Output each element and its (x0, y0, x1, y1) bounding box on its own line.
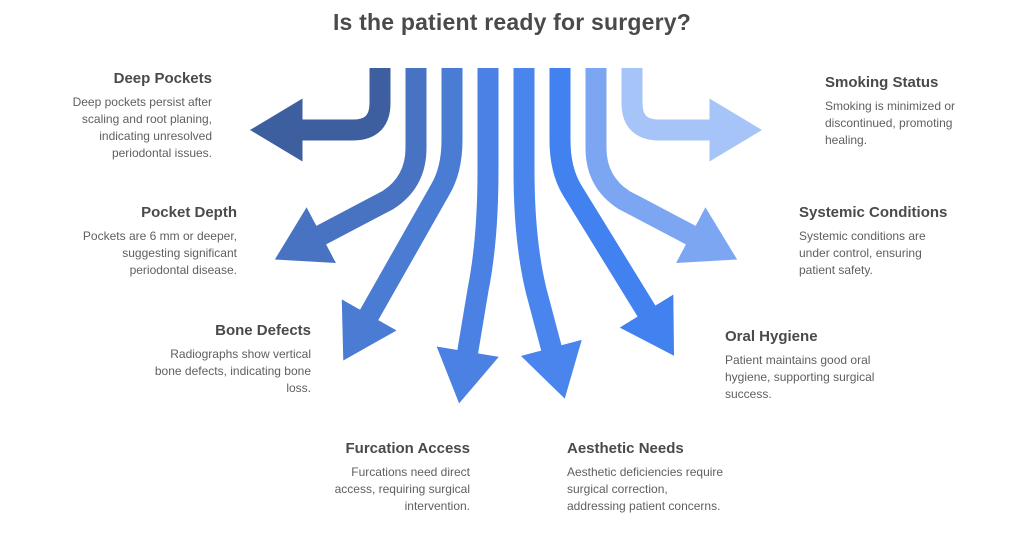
item-deep-pockets: Deep Pockets Deep pockets persist after … (12, 70, 212, 162)
item-description: Radiographs show vertical bone defects, … (154, 347, 311, 396)
page-title: Is the patient ready for surgery? (332, 9, 692, 35)
item-description: Systemic conditions are under control, e… (799, 229, 926, 278)
item-oral-hygiene: Oral Hygiene Patient maintains good oral… (725, 328, 935, 403)
item-description: Pockets are 6 mm or deeper, suggesting s… (82, 229, 237, 278)
arrow-aesthetic-needs (513, 68, 582, 399)
arrow-smoking-status (621, 68, 762, 162)
item-description: Furcations need direct access, requiring… (334, 465, 470, 514)
item-pocket-depth: Pocket Depth Pockets are 6 mm or deeper,… (37, 204, 237, 279)
item-title: Oral Hygiene (725, 328, 818, 345)
item-description: Smoking is minimized or discontinued, pr… (825, 99, 956, 148)
item-title: Furcation Access (345, 440, 471, 457)
item-title: Aesthetic Needs (567, 440, 684, 457)
item-bone-defects: Bone Defects Radiographs show vertical b… (101, 322, 311, 397)
arrow-systemic-conditions (585, 68, 738, 263)
arrow-pocket-depth (274, 68, 427, 263)
item-title: Smoking Status (825, 74, 939, 91)
item-description: Aesthetic deficiencies require surgical … (567, 465, 724, 514)
item-title: Bone Defects (215, 322, 311, 339)
item-smoking-status: Smoking Status Smoking is minimized or d… (825, 74, 1024, 149)
item-description: Patient maintains good oral hygiene, sup… (725, 353, 875, 402)
item-systemic-conditions: Systemic Conditions Systemic conditions … (799, 204, 1009, 279)
item-description: Deep pockets persist after scaling and r… (72, 95, 212, 161)
item-aesthetic-needs: Aesthetic Needs Aesthetic deficiencies r… (567, 440, 777, 515)
item-title: Pocket Depth (141, 204, 237, 221)
arrow-furcation-access (436, 68, 499, 404)
arrow-bone-defects (341, 68, 463, 361)
arrow-deep-pockets (250, 68, 391, 162)
arrow-oral-hygiene (549, 68, 675, 356)
item-title: Systemic Conditions (799, 204, 948, 221)
item-furcation-access: Furcation Access Furcations need direct … (270, 440, 470, 515)
item-title: Deep Pockets (113, 70, 212, 87)
